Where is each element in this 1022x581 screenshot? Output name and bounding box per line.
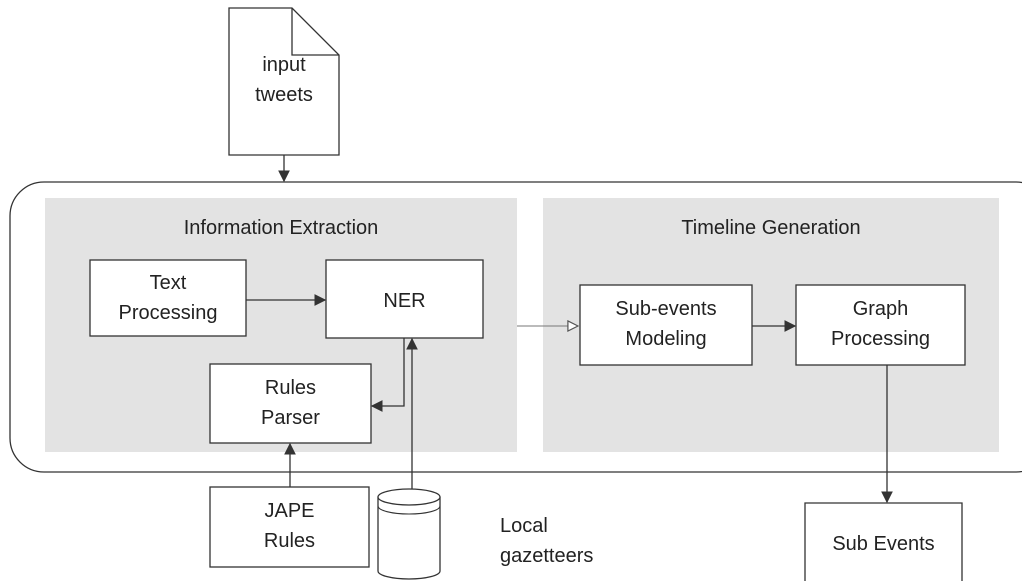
input-tweets-document xyxy=(228,7,340,156)
sub-events-line: Sub-events xyxy=(615,298,717,320)
document-fold xyxy=(291,8,339,56)
rules-line: Rules xyxy=(264,377,317,399)
graph-processing-box xyxy=(795,284,966,366)
timeline-generation-title: Timeline Generation xyxy=(681,217,861,239)
local-line: Local xyxy=(500,515,548,537)
input-line: input xyxy=(262,54,306,76)
jape-rules-line: Rules xyxy=(263,530,316,552)
sub-events-modeling-box xyxy=(579,284,753,366)
graph-processing-line: Processing xyxy=(831,328,930,350)
system-container xyxy=(9,181,1022,473)
sub-events-modeling-label: Sub-events Modeling xyxy=(580,294,752,354)
graph-processing-label: Graph Processing xyxy=(796,294,965,354)
jape-rules-box xyxy=(209,486,370,568)
jape-line: JAPE xyxy=(264,500,315,522)
information-extraction-title: Information Extraction xyxy=(183,217,379,239)
arrow-ner-to-rules-parser xyxy=(370,338,405,412)
processing-line: Processing xyxy=(118,302,218,324)
input-tweets-label: input tweets xyxy=(229,50,339,110)
parser-line: Parser xyxy=(261,407,320,429)
text-line: Text xyxy=(149,272,187,294)
modeling-line: Modeling xyxy=(625,328,707,350)
tweets-line: tweets xyxy=(255,84,313,106)
rules-parser-label: Rules Parser xyxy=(210,373,371,433)
gazetteers-line: gazetteers xyxy=(500,545,594,567)
text-processing-label: Text Processing xyxy=(90,268,246,328)
graph-line: Graph xyxy=(852,298,909,320)
jape-rules-label: JAPE Rules xyxy=(210,496,369,556)
local-gazetteers-database xyxy=(377,488,441,580)
ner-label: NER xyxy=(383,290,426,312)
sub-events-output-label: Sub Events xyxy=(832,533,935,555)
text-processing-box xyxy=(89,259,247,337)
local-gazetteers-label: Local gazetteers xyxy=(500,511,630,571)
